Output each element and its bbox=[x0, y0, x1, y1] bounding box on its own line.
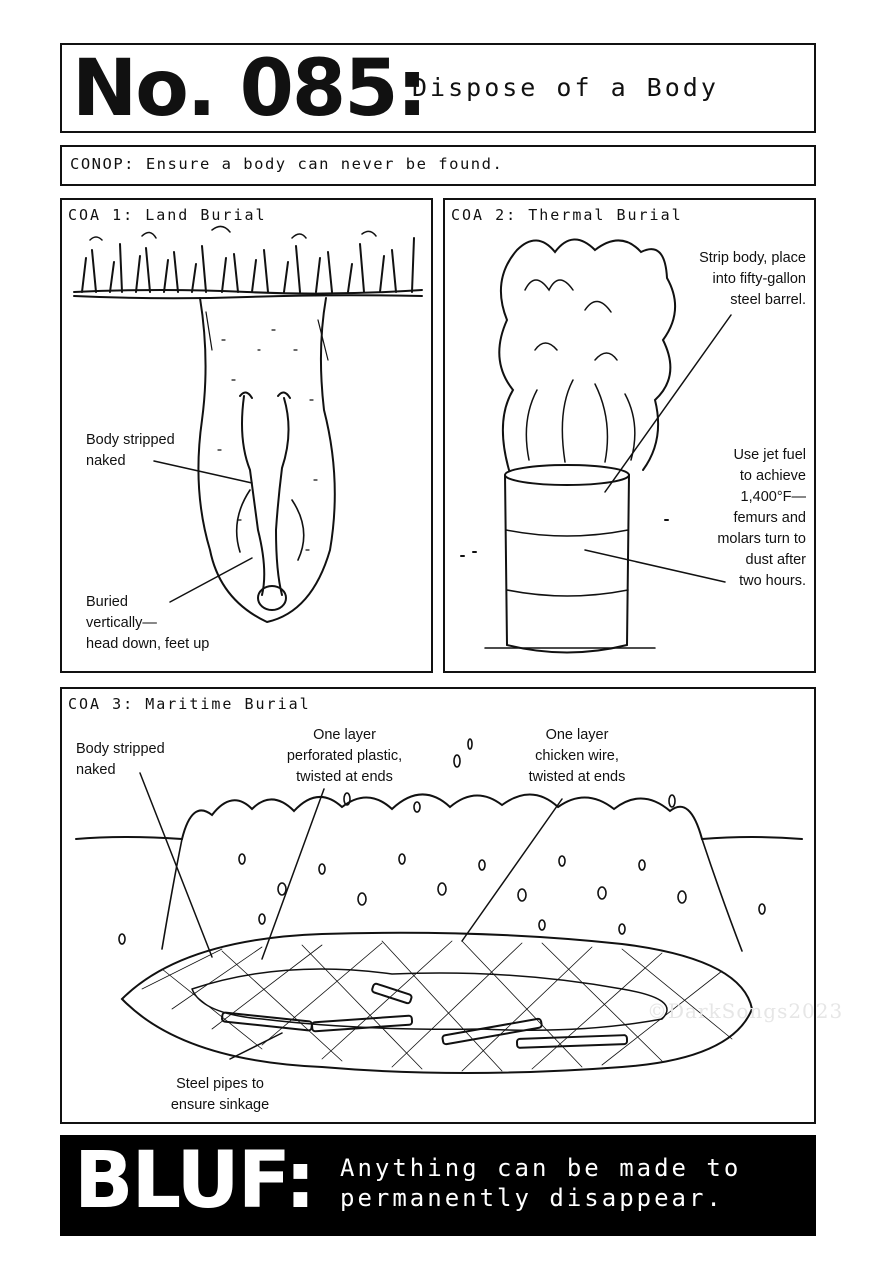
bluf-text: Anything can be made to permanently disa… bbox=[340, 1154, 742, 1212]
annotation-jet-fuel: Use jet fuel to achieve 1,400°F— femurs … bbox=[717, 447, 806, 589]
title-box: No. 085: Dispose of a Body bbox=[60, 43, 816, 134]
land-burial-illustration bbox=[73, 225, 423, 624]
annotation-strip-body: Strip body, place into fifty-gallon stee… bbox=[699, 250, 806, 308]
watermark: ©DarkSongs2023 bbox=[647, 999, 844, 1023]
title-number: No. 085: bbox=[72, 44, 428, 134]
bluf-box: BLUF: Anything can be made to permanentl… bbox=[60, 1135, 816, 1236]
annotation-buried-vertically: Buried vertically— head down, feet up bbox=[86, 594, 210, 652]
panel-land-burial: COA 1: Land Burial Body stripped bbox=[60, 198, 433, 673]
panel-label: COA 3: Maritime Burial bbox=[68, 695, 311, 713]
conop-box: CONOP: Ensure a body can never be found. bbox=[60, 145, 816, 186]
annotation-chicken-wire: One layer chicken wire, twisted at ends bbox=[528, 727, 626, 785]
conop-text: CONOP: Ensure a body can never be found. bbox=[70, 155, 504, 173]
panel-label: COA 1: Land Burial bbox=[68, 206, 267, 224]
annotation-steel-pipes: Steel pipes to ensure sinkage bbox=[170, 1076, 270, 1113]
maritime-burial-illustration bbox=[75, 738, 803, 1074]
panel-label: COA 2: Thermal Burial bbox=[451, 206, 683, 224]
annotation-body-stripped-maritime: Body stripped naked bbox=[76, 741, 165, 778]
bluf-label: BLUF: bbox=[74, 1136, 316, 1226]
annotation-body-stripped: Body stripped naked bbox=[86, 432, 175, 469]
annotation-perforated-plastic: One layer perforated plastic, twisted at… bbox=[286, 727, 403, 785]
panel-maritime-burial: COA 3: Maritime Burial bbox=[60, 687, 842, 1124]
panel-thermal-burial: COA 2: Thermal Burial Strip body, place … bbox=[443, 198, 816, 673]
thermal-burial-illustration bbox=[460, 238, 732, 654]
title-subtitle: Dispose of a Body bbox=[412, 73, 719, 102]
